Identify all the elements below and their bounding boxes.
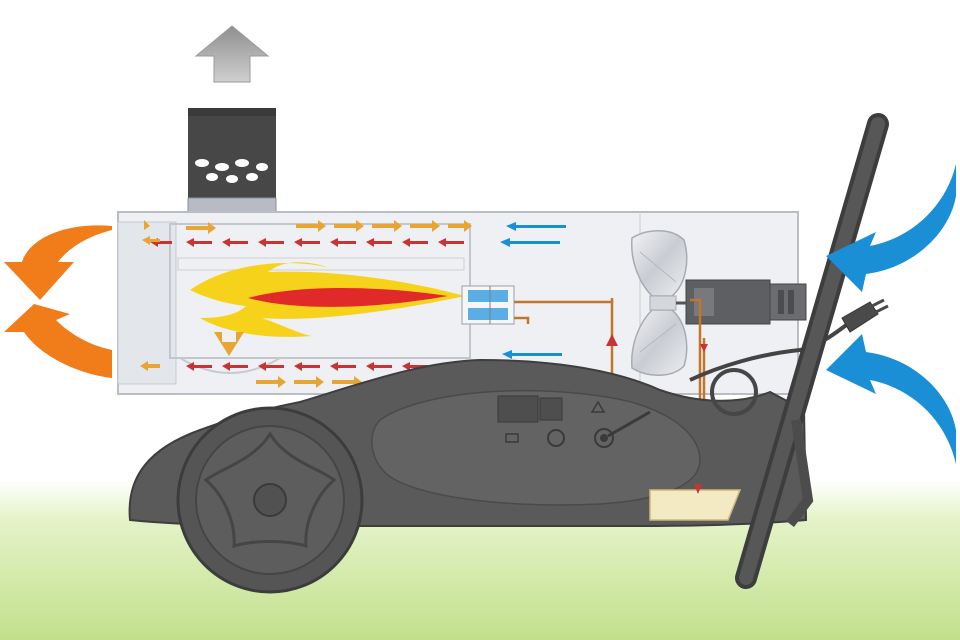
- wheel-icon: [176, 406, 364, 594]
- flame-icon: [190, 262, 465, 337]
- fuel-flow-arrow-icon: [606, 334, 618, 346]
- fan-icon: [631, 230, 688, 376]
- plug-icon: [841, 298, 889, 333]
- inner-hot-arrows: [150, 238, 464, 371]
- hot-air-arrows: [4, 225, 112, 378]
- fuel-flow-arrow-icon: [700, 344, 708, 352]
- cold-air-arrows: [826, 164, 956, 464]
- handle-icon: [735, 113, 889, 589]
- motor-icon: [676, 279, 807, 325]
- exhaust-chimney: [187, 108, 277, 223]
- tank-icon: [649, 484, 742, 521]
- exhaust-arrow-icon: [194, 25, 270, 83]
- deflector-arrow-icon: [214, 332, 244, 356]
- nozzle-icon: [461, 285, 515, 325]
